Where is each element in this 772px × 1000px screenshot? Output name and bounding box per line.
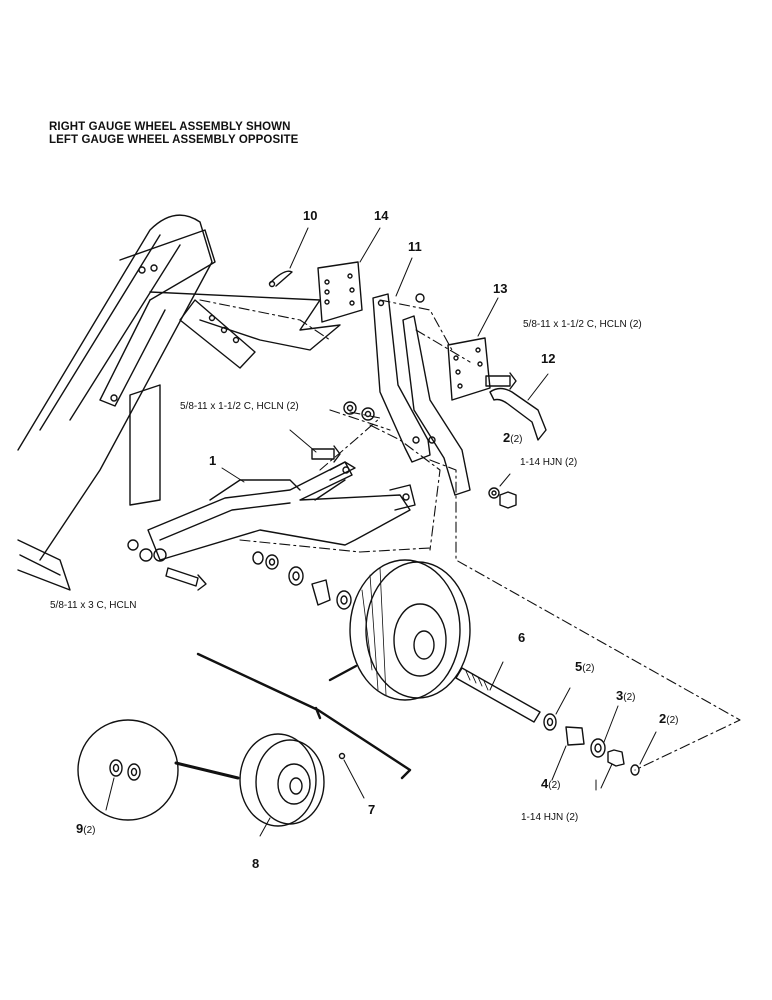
cotter-pin-10 — [268, 270, 293, 288]
mounting-bracket-13 — [447, 337, 491, 401]
spec-bolt-lower-left: 5/8-11 x 3 C, HCLN — [50, 600, 137, 611]
bolt-5-8-11x1-1-2-lower — [311, 445, 341, 463]
callout-2-upper: 2(2) — [503, 430, 523, 445]
callout-2-lower: 2(2) — [659, 711, 679, 726]
assembly-guide-lines — [199, 299, 741, 771]
callout-6: 6 — [518, 630, 526, 645]
bearing-detail-circle — [77, 719, 240, 821]
adjustment-handle-12 — [489, 387, 547, 441]
callout-9: 9(2) — [76, 821, 96, 836]
callout-11: 11 — [408, 239, 422, 254]
gauge-arm-11 — [372, 293, 471, 496]
axle-mount-1 — [127, 461, 416, 562]
pulley-wheel-8 — [239, 733, 346, 827]
machine-frame — [17, 214, 341, 591]
header-line-2: LEFT GAUGE WHEEL ASSEMBLY OPPOSITE — [49, 134, 299, 146]
callout-14: 14 — [374, 208, 389, 223]
callout-8: 8 — [252, 856, 260, 871]
spec-bolt-mid-left: 5/8-11 x 1-1/2 C, HCLN (2) — [180, 401, 299, 412]
callout-10: 10 — [303, 208, 318, 223]
callout-3: 3(2) — [616, 688, 636, 703]
skid-plate — [196, 652, 412, 780]
arm-hardware — [343, 401, 517, 509]
bolt-5-8-11x1-1-2-upper — [485, 372, 517, 390]
spec-nut-lower: 1-14 HJN (2) — [521, 812, 579, 823]
callout-4: 4(2) — [541, 776, 561, 791]
bolt-5-8-11x3 — [165, 567, 207, 591]
callout-1: 1 — [209, 453, 217, 468]
tire-and-wheel — [349, 559, 471, 701]
spec-bolt-top-right: 5/8-11 x 1-1/2 C, HCLN (2) — [523, 319, 642, 330]
spindle-6 — [455, 667, 541, 723]
callout-12: 12 — [541, 351, 556, 366]
spec-nut-upper: 1-14 HJN (2) — [520, 457, 578, 468]
header-line-1: RIGHT GAUGE WHEEL ASSEMBLY SHOWN — [49, 121, 291, 133]
leader-lines — [105, 227, 657, 837]
callout-13: 13 — [493, 281, 508, 296]
callout-5: 5(2) — [575, 659, 595, 674]
mounting-bracket-14 — [317, 261, 363, 323]
spindle-hardware — [543, 713, 640, 776]
callout-7: 7 — [368, 802, 376, 817]
bearing-stack — [252, 551, 352, 610]
